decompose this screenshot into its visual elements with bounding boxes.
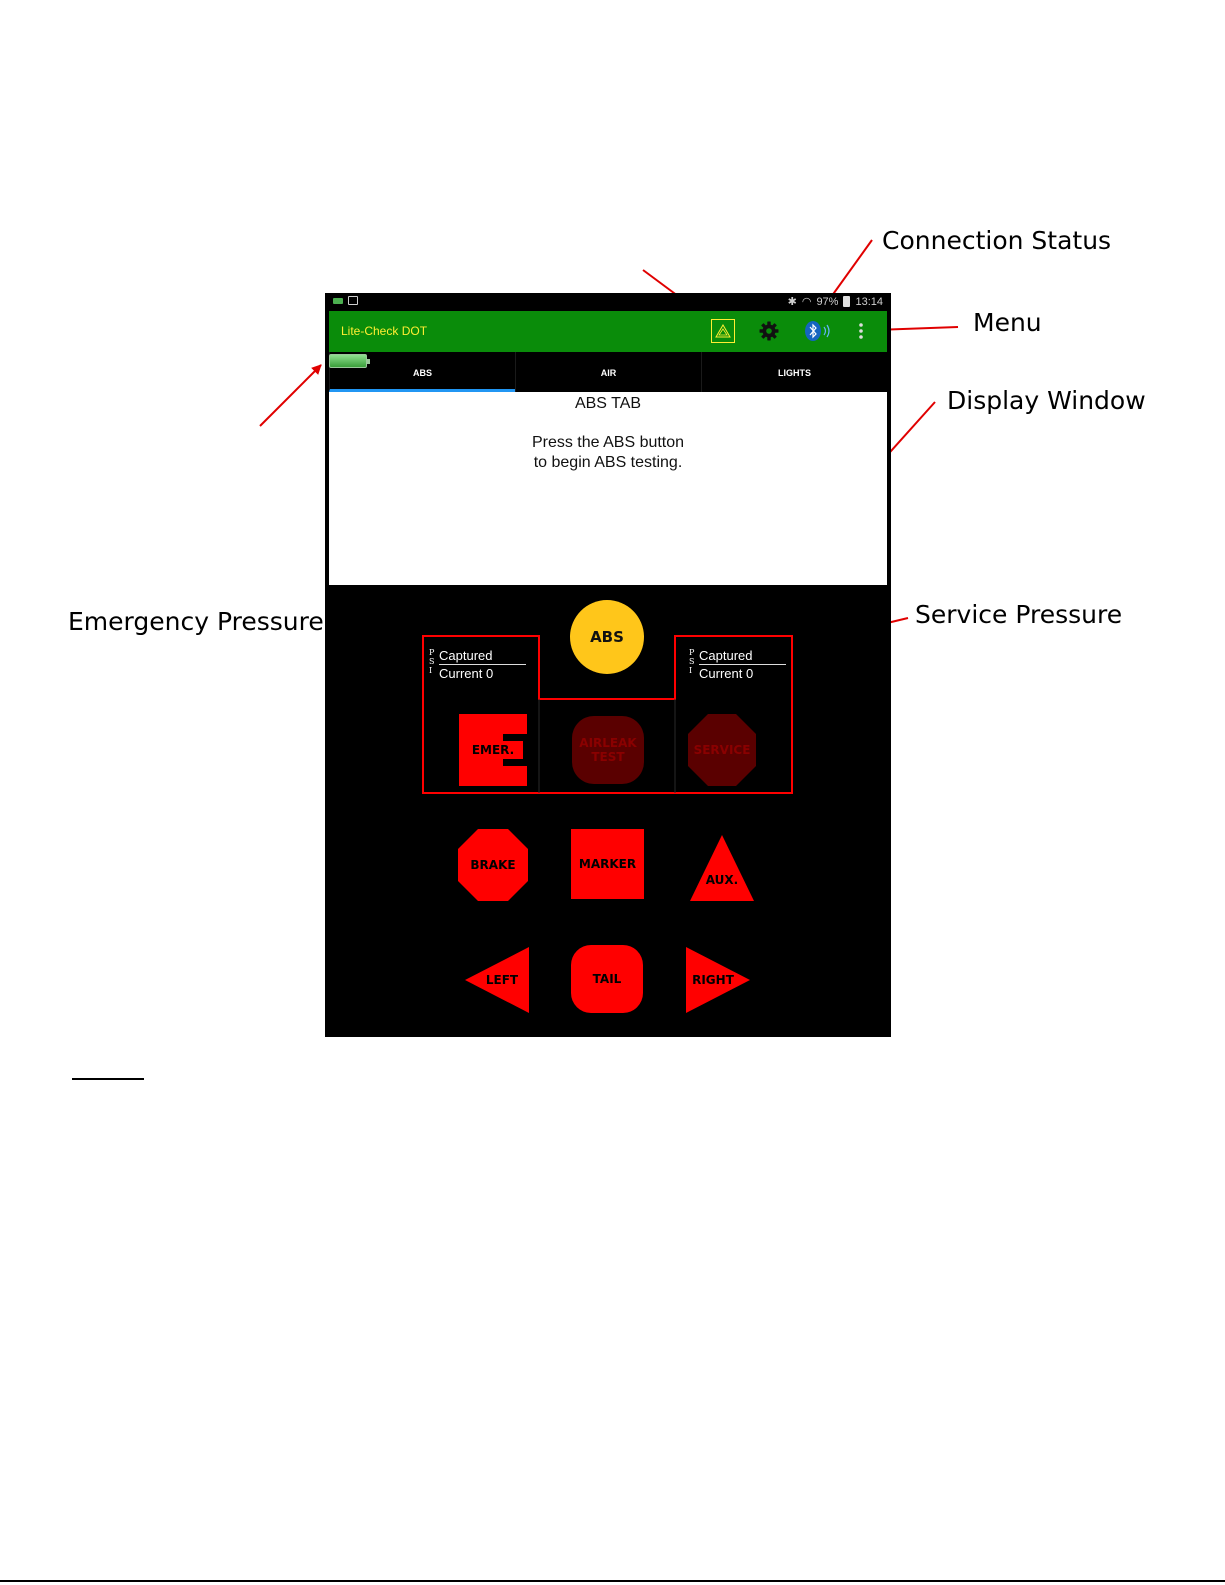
emer-label: EMER. <box>472 743 514 757</box>
aux-triangle-icon <box>690 835 754 901</box>
airleak-test-label: AIRLEAK TEST <box>579 736 636 764</box>
emergency-captured-label: Captured <box>439 648 526 665</box>
page-bottom-rule <box>0 1580 1225 1582</box>
gear-icon[interactable] <box>759 321 779 341</box>
display-message-line2: to begin ABS testing. <box>329 453 887 473</box>
abs-button[interactable]: ABS <box>570 600 644 674</box>
left-button[interactable]: LEFT <box>465 947 529 1013</box>
status-time: 13:14 <box>855 296 883 308</box>
service-label: SERVICE <box>694 743 751 757</box>
image-notification-icon <box>348 296 358 305</box>
aux-label: AUX. <box>706 873 738 887</box>
bluetooth-status-icon: ✱ <box>788 295 797 308</box>
brake-label: BRAKE <box>470 858 515 872</box>
warning-triangle-icon[interactable] <box>711 319 735 343</box>
psi-label: P S I <box>689 648 697 675</box>
tab-lights[interactable]: LIGHTS <box>701 352 887 392</box>
arrow-battery <box>260 365 321 426</box>
tab-bar: ABS AIR LIGHTS <box>329 352 887 392</box>
app-bar: Lite-Check DOT <box>329 311 887 352</box>
display-message-line1: Press the ABS button <box>329 433 887 453</box>
tail-button[interactable]: TAIL <box>571 945 643 1013</box>
right-button[interactable]: RIGHT <box>686 947 750 1013</box>
section-underline <box>72 1078 144 1080</box>
callout-service-pressure: Service Pressure <box>915 600 1122 629</box>
device-battery-icon <box>329 354 367 368</box>
emergency-psi-readout: P S I Captured Current 0 <box>429 648 537 688</box>
brake-button[interactable]: BRAKE <box>458 829 528 901</box>
emergency-current-value: Current 0 <box>439 666 493 681</box>
callout-menu: Menu <box>973 308 1042 337</box>
callout-display-window: Display Window <box>947 386 1146 415</box>
display-window: ABS TAB Press the ABS button to begin AB… <box>329 392 887 585</box>
aux-button[interactable]: AUX. <box>690 835 754 901</box>
tab-air[interactable]: AIR <box>515 352 701 392</box>
left-label: LEFT <box>486 973 518 987</box>
overflow-menu-icon[interactable] <box>857 321 865 341</box>
airleak-test-button[interactable]: AIRLEAK TEST <box>572 716 644 784</box>
marker-label: MARKER <box>579 857 636 871</box>
service-psi-readout: P S I Captured Current 0 <box>689 648 797 688</box>
service-current-value: Current 0 <box>699 666 753 681</box>
battery-percent: 97% <box>816 296 838 308</box>
battery-notification-icon <box>333 298 343 304</box>
bluetooth-connection-icon[interactable] <box>803 319 833 343</box>
app-title: Lite-Check DOT <box>341 324 427 338</box>
right-label: RIGHT <box>692 973 734 987</box>
battery-status-icon <box>843 296 850 307</box>
psi-label: P S I <box>429 648 437 675</box>
wifi-status-icon: ◠ <box>802 295 812 308</box>
service-button[interactable]: SERVICE <box>688 714 756 786</box>
display-title: ABS TAB <box>329 395 887 413</box>
android-status-bar: ✱ ◠ 97% 13:14 <box>325 293 891 311</box>
tail-label: TAIL <box>593 972 622 986</box>
service-captured-label: Captured <box>699 648 786 665</box>
emer-button[interactable]: EMER. <box>459 714 527 786</box>
callout-connection-status: Connection Status <box>882 226 1111 255</box>
display-message: Press the ABS button to begin ABS testin… <box>329 433 887 473</box>
callout-emergency-pressure: Emergency Pressure <box>68 607 324 636</box>
tablet-screen: ✱ ◠ 97% 13:14 Lite-Check DOT <box>325 293 891 1037</box>
marker-button[interactable]: MARKER <box>571 829 644 899</box>
